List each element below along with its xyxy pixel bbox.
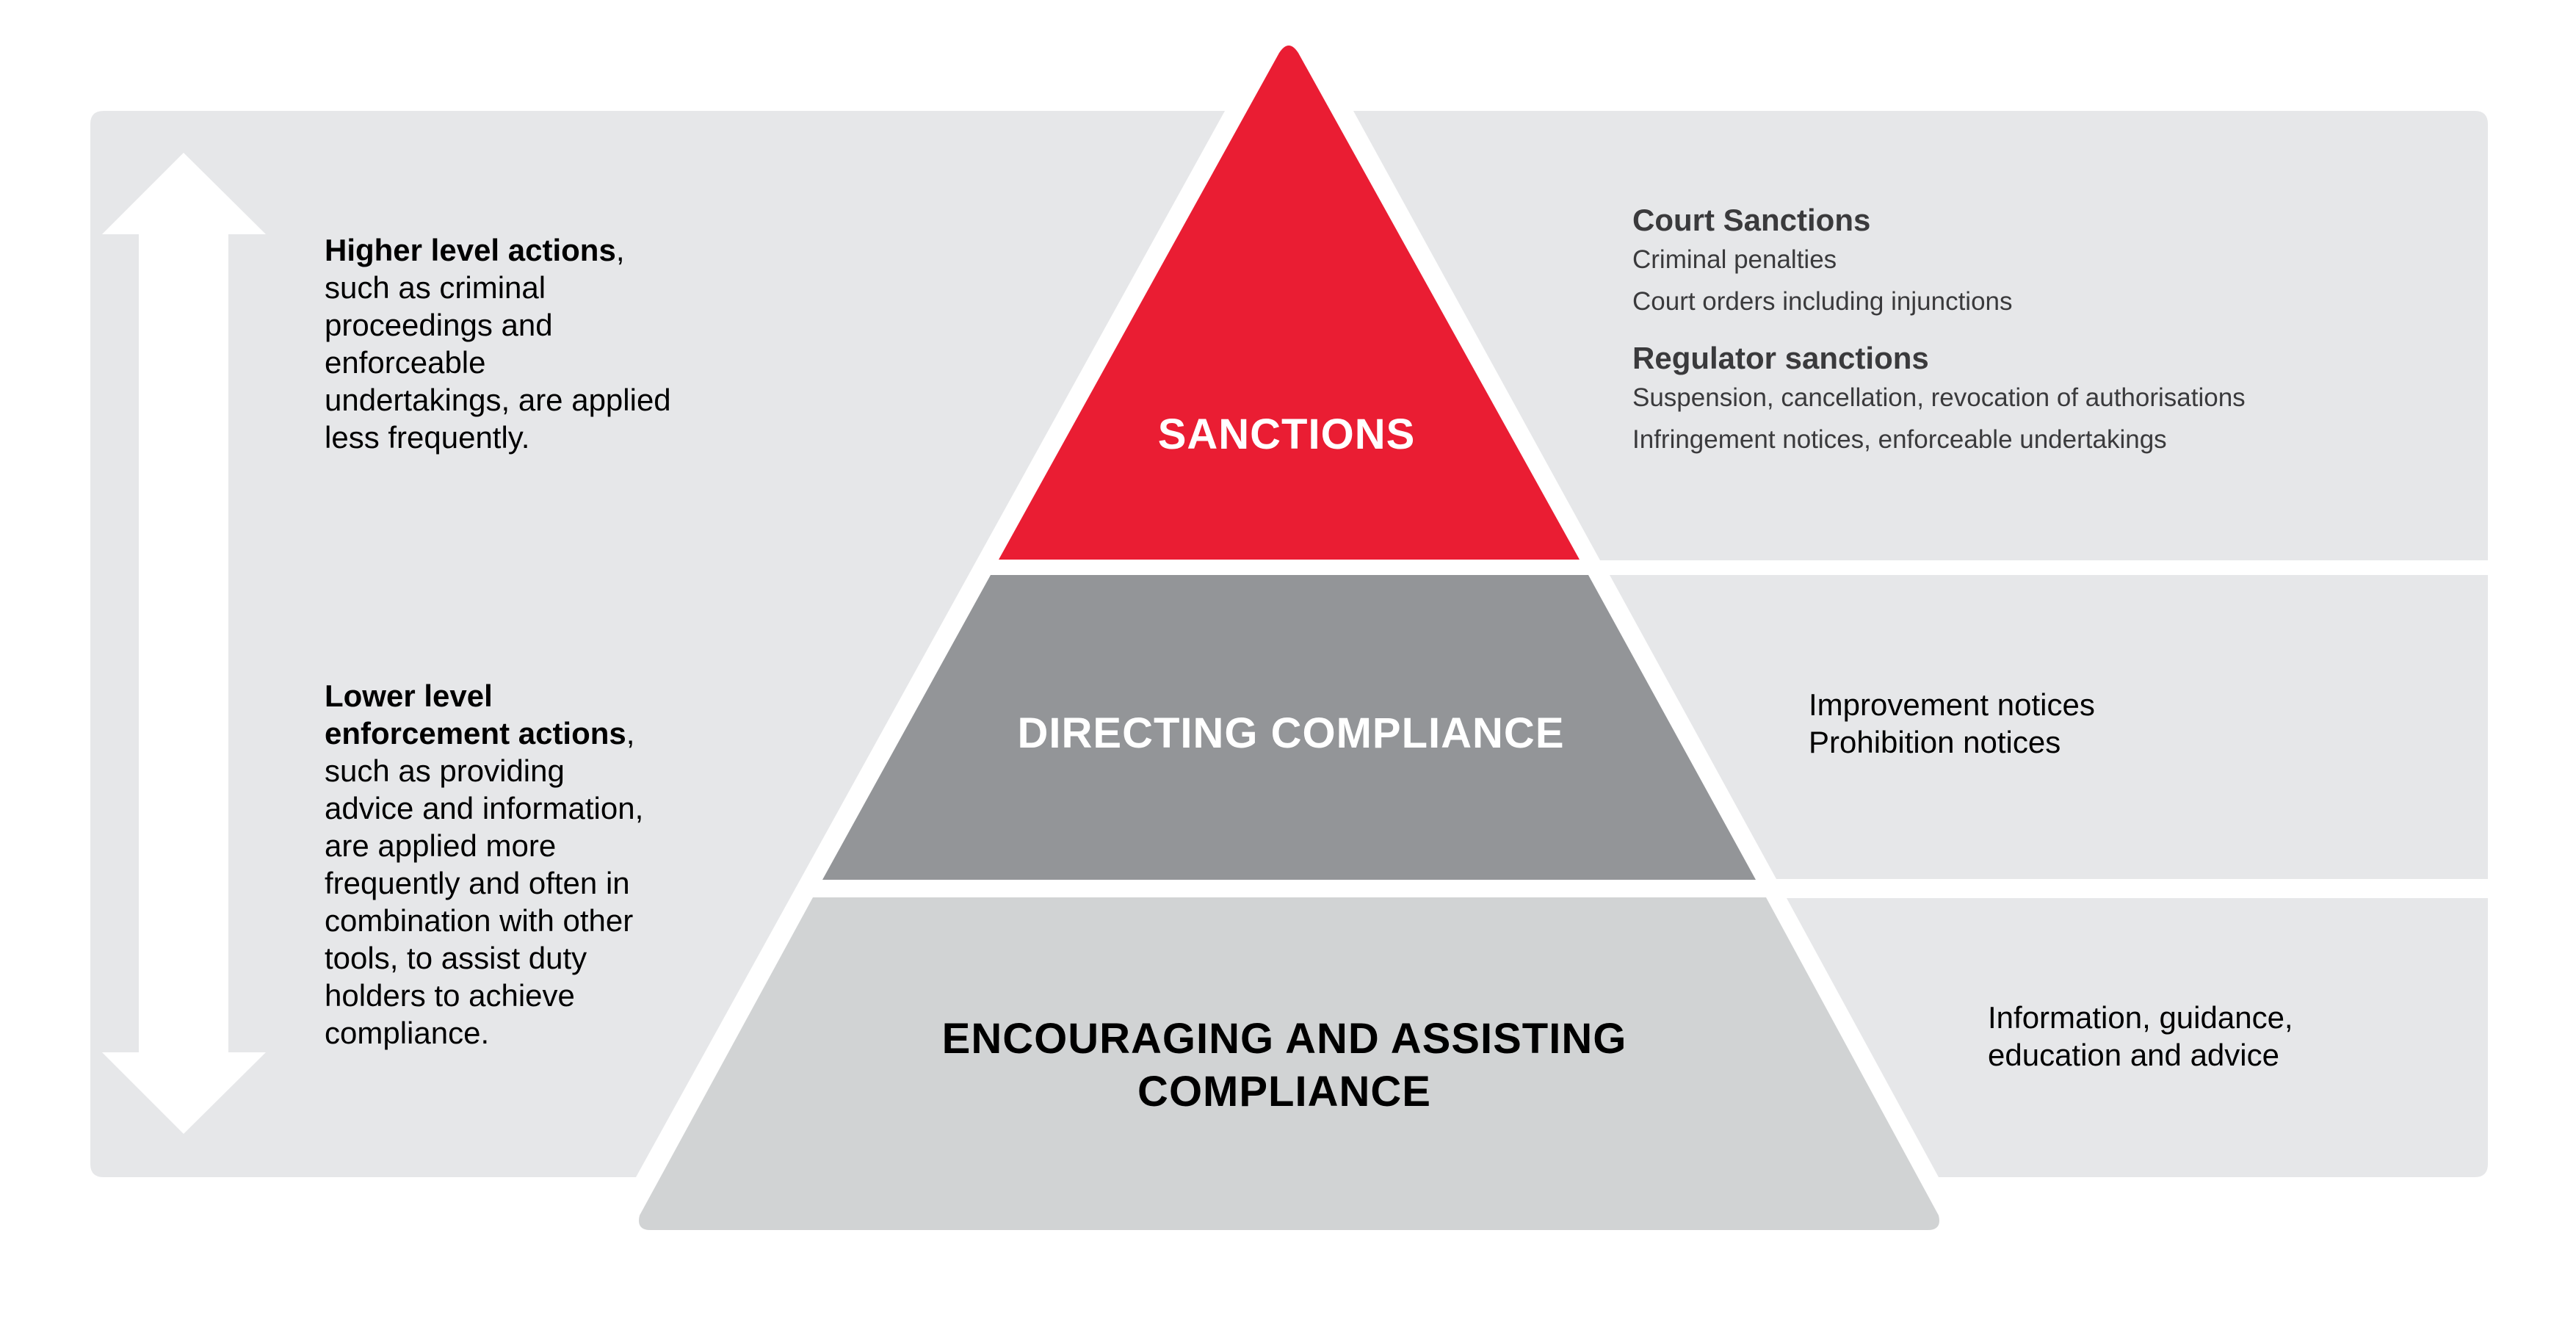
- sanctions-details: Court Sanctions Criminal penalties Court…: [1632, 202, 2246, 460]
- court-sanctions-heading: Court Sanctions: [1632, 203, 1871, 237]
- regulator-sanctions-heading: Regulator sanctions: [1632, 341, 1929, 375]
- right-panel-sanctions: [1353, 111, 2488, 560]
- directing-details: Improvement notices Prohibition notices: [1809, 677, 2095, 770]
- tier-encouraging-shape: [639, 897, 1939, 1230]
- tier-sanctions-shape: [999, 46, 1580, 560]
- right-panel-encouraging: [1787, 898, 2488, 1177]
- list-item: Improvement notices: [1809, 687, 2095, 722]
- text-line: frequently and often in: [325, 866, 630, 900]
- text-line: combination with other: [325, 903, 634, 938]
- higher-level-description: Higher level actions, such as criminal p…: [325, 233, 671, 455]
- text-line: advice and information,: [325, 791, 644, 825]
- text-line: are applied more: [325, 828, 557, 863]
- lower-level-heading: Lower level: [325, 679, 493, 713]
- text-line: enforceable: [325, 345, 486, 380]
- text-line: less frequently.: [325, 420, 530, 455]
- text-line: proceedings and: [325, 308, 553, 342]
- text-line: such as providing: [325, 753, 565, 788]
- text-line: holders to achieve: [325, 978, 575, 1013]
- tier-directing-label: DIRECTING COMPLIANCE: [1017, 709, 1565, 757]
- tier-directing-shape: [822, 575, 1756, 880]
- text-line: such as criminal: [325, 270, 546, 305]
- tier-encouraging-label: ENCOURAGING AND ASSISTING COMPLIANCE: [941, 1015, 1627, 1115]
- text-line: education and advice: [1988, 1038, 2279, 1072]
- encouraging-details: Information, guidance, education and adv…: [1988, 999, 2293, 1074]
- lower-level-description: Lower level enforcement actions, such as…: [325, 679, 644, 1050]
- list-item: Court orders including injunctions: [1632, 287, 2013, 316]
- lower-level-heading: enforcement actions: [325, 716, 626, 751]
- text-line: tools, to assist duty: [325, 941, 587, 975]
- double-arrow-icon: [102, 153, 266, 1134]
- right-panel-directing: [1610, 575, 2488, 879]
- list-item: Prohibition notices: [1809, 725, 2061, 759]
- text-line: Information, guidance,: [1988, 1000, 2293, 1035]
- list-item: Suspension, cancellation, revocation of …: [1632, 383, 2246, 412]
- tier-sanctions-label: SANCTIONS: [1157, 411, 1416, 458]
- text-line: compliance.: [325, 1016, 490, 1050]
- left-panel: [90, 111, 1225, 1177]
- text-line: undertakings, are applied: [325, 383, 671, 417]
- list-item: Criminal penalties: [1632, 245, 1837, 274]
- higher-level-heading: Higher level actions: [325, 233, 616, 267]
- list-item: Infringement notices, enforceable undert…: [1632, 425, 2167, 454]
